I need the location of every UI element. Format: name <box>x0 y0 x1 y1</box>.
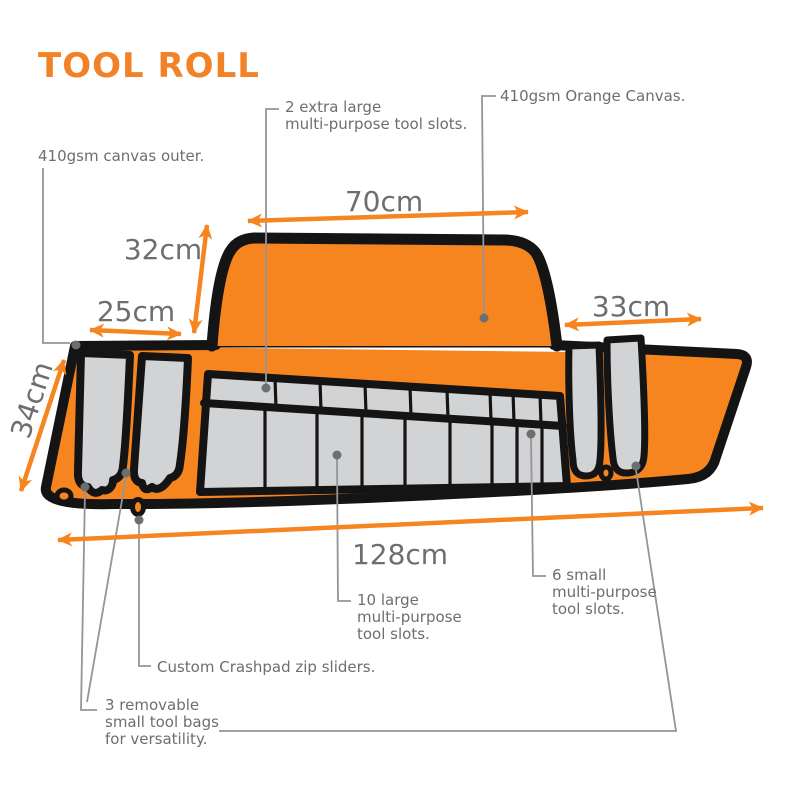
arrow-70cm <box>247 205 529 228</box>
zip-slider-right-icon <box>598 464 614 482</box>
panel-outline <box>196 370 571 496</box>
top-flap <box>206 232 563 352</box>
arrow-32cm <box>188 224 213 334</box>
dimension-arrows <box>18 205 764 547</box>
dimension-right-panel-width: 33cm <box>591 290 671 323</box>
callout-tool-bags: 3 removable small tool bags for versatil… <box>105 696 219 748</box>
extra-large-slots-dot <box>261 383 271 393</box>
tool-bag-dot-2 <box>121 468 131 478</box>
tool-slot-panel <box>196 370 571 496</box>
callout-small-slots: 6 small multi-purpose tool slots. <box>552 566 657 618</box>
callout-orange-canvas: 410gsm Orange Canvas. <box>500 87 686 105</box>
removable-tool-bags-left <box>73 349 192 497</box>
orange-canvas-line <box>481 95 496 315</box>
zip-slider-dot <box>134 515 144 525</box>
right-roll-1 <box>565 341 605 480</box>
large-slots-dot <box>332 450 342 460</box>
small-slots-line <box>530 437 546 577</box>
orange-canvas-dot <box>479 313 489 323</box>
left-pouch-1 <box>73 349 134 497</box>
dimension-left-panel-width: 25cm <box>96 295 176 328</box>
tool-bags-line-1 <box>80 490 97 711</box>
panel-divider-band <box>200 399 567 430</box>
callout-zip-sliders: Custom Crashpad zip sliders. <box>157 658 376 676</box>
small-slots-dot <box>526 429 536 439</box>
canvas-outer-line <box>42 168 70 344</box>
lower-slot-dividers <box>263 407 544 491</box>
callout-extra-large-slots: 2 extra large multi-purpose tool slots. <box>285 98 468 133</box>
flap-outline <box>206 232 563 352</box>
tool-bag-dot-1 <box>80 482 90 492</box>
callout-large-slots: 10 large multi-purpose tool slots. <box>357 591 462 643</box>
tool-bags-line-2 <box>86 476 127 703</box>
dimension-flap-width: 70cm <box>344 185 424 218</box>
rolled-tool-bag-right <box>565 334 649 480</box>
zip-slider-left-icon <box>54 487 74 505</box>
callout-lines <box>42 95 678 732</box>
left-pouch-2 <box>129 352 192 494</box>
arrow-33cm <box>564 312 702 332</box>
tool-bag-dot-right <box>631 461 641 471</box>
arrow-128cm <box>57 501 764 547</box>
tool-bags-line-right <box>219 469 678 732</box>
upper-slot-dividers <box>273 377 543 425</box>
dimension-total-width: 128cm <box>351 538 449 571</box>
right-roll-2 <box>603 334 649 477</box>
callout-canvas-outer: 410gsm canvas outer. <box>38 147 205 165</box>
flap-fill <box>212 238 557 346</box>
arrow-25cm <box>89 323 182 341</box>
page-title: TOOL ROLL <box>38 46 260 86</box>
zip-sliders-line <box>138 524 151 667</box>
zip-slider-center-icon <box>130 497 146 517</box>
canvas-outer-dot <box>71 340 81 350</box>
dimension-flap-height: 32cm <box>123 233 203 266</box>
extra-large-slots-line <box>265 108 279 384</box>
arrow-34cm <box>18 359 67 492</box>
